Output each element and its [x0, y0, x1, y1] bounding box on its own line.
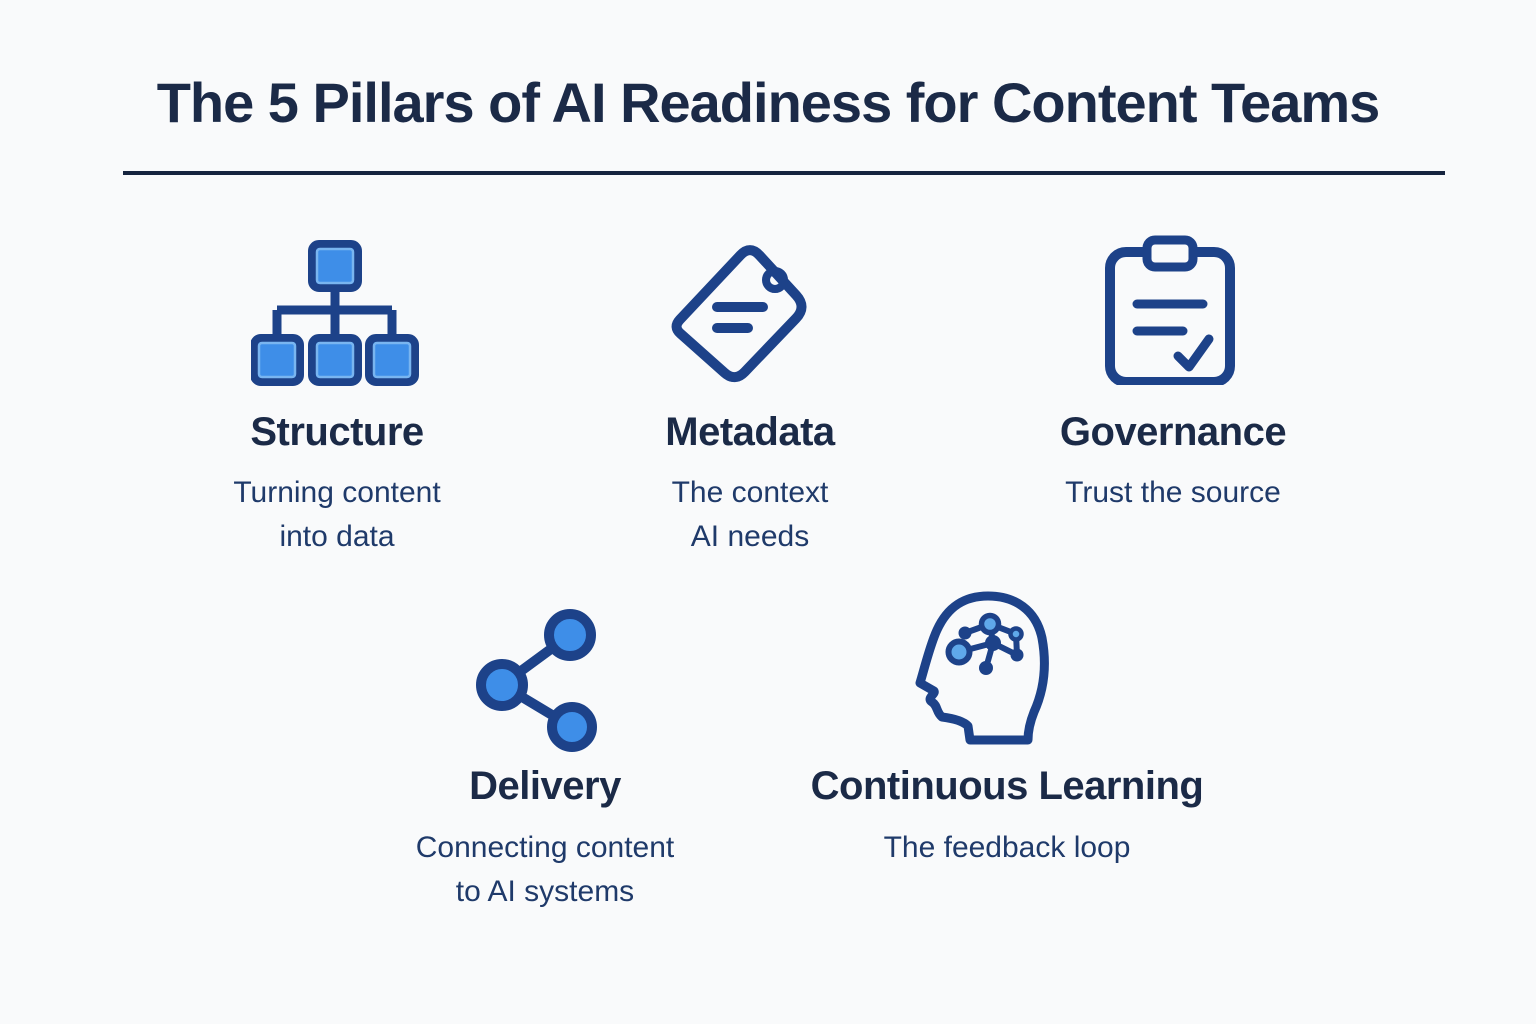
head-brain-network-icon: [915, 591, 1049, 745]
hierarchy-icon: [251, 240, 419, 386]
subtitle-line: Turning content: [233, 476, 441, 509]
subtitle-line: AI needs: [690, 520, 810, 553]
subtitle-line: Connecting content: [415, 831, 675, 864]
brain-network: [945, 612, 1024, 675]
pillar-subtitle-structure: Turning content into data: [97, 471, 577, 559]
share-icon: [476, 609, 597, 752]
pillar-heading-delivery: Delivery: [469, 764, 621, 808]
pillar-subtitle-metadata: The context AI needs: [510, 471, 990, 559]
pillar-subtitle-delivery: Connecting content to AI systems: [305, 826, 785, 914]
pillar-heading-governance: Governance: [1059, 410, 1287, 454]
pillar-heading-structure: Structure: [250, 410, 424, 454]
subtitle-line: to AI systems: [455, 875, 635, 908]
pillar-heading-continuous-learning: Continuous Learning: [810, 764, 1204, 808]
subtitle-line: The feedback loop: [883, 831, 1131, 864]
pillar-subtitle-governance: Trust the source: [933, 471, 1413, 515]
subtitle-line: The context: [671, 476, 829, 509]
page-title: The 5 Pillars of AI Readiness for Conten…: [156, 71, 1381, 134]
tag-icon: [671, 245, 807, 383]
pillar-subtitle-continuous-learning: The feedback loop: [767, 826, 1247, 870]
subtitle-line: Trust the source: [1065, 476, 1281, 509]
title-divider: [123, 171, 1445, 175]
clipboard-check-icon: [1105, 235, 1235, 385]
pillar-heading-metadata: Metadata: [665, 410, 835, 454]
subtitle-line: into data: [279, 520, 395, 553]
